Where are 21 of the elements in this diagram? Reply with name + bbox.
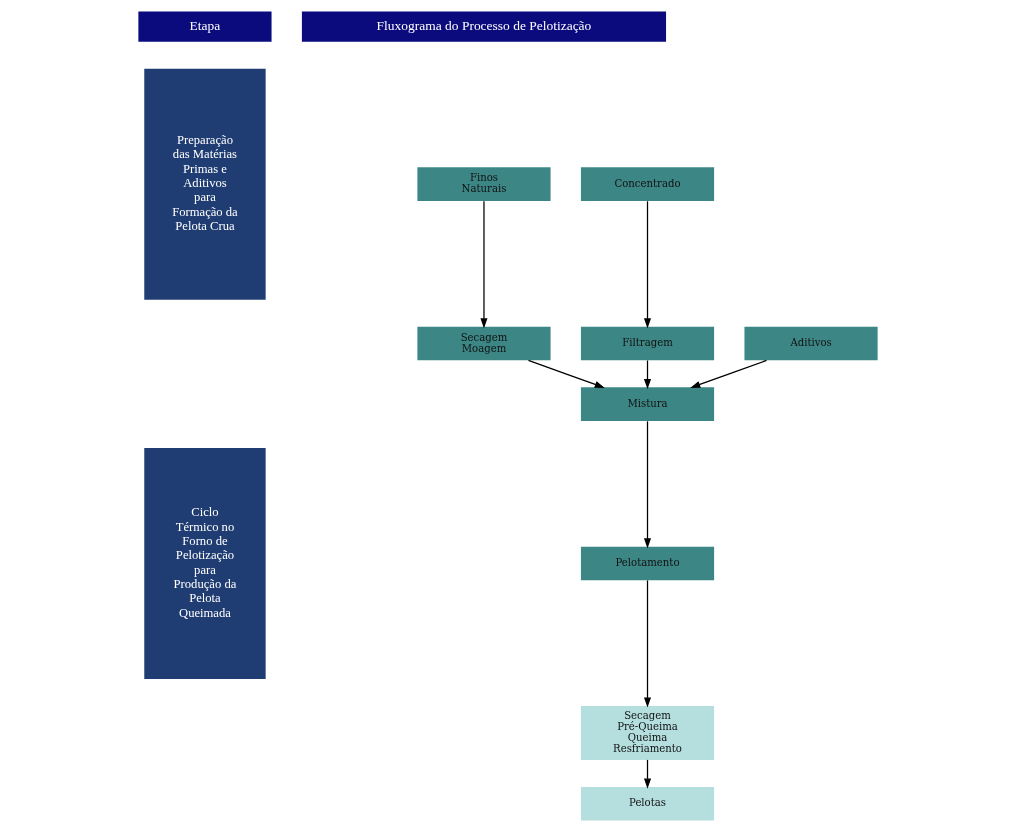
node-box: Preparação das Matérias Primas e Aditivos para Formação da Pelota Crua <box>143 68 266 300</box>
node-box: Secagem Pré-Queima Queima Resfriamento <box>580 705 714 760</box>
node-box: Etapa <box>137 11 272 42</box>
node-box: Fluxograma do Processo de Pelotização <box>301 11 666 42</box>
node-box: Finos Naturais <box>416 167 551 202</box>
node-box: Mistura <box>580 387 714 422</box>
arrow <box>643 759 651 789</box>
node-box: Aditivos <box>743 326 878 361</box>
arrow <box>643 359 651 390</box>
node-box: Pelotamento <box>580 546 714 581</box>
arrow <box>643 579 651 708</box>
arrow <box>689 359 767 388</box>
node-box: Filtragem <box>580 326 714 361</box>
arrow <box>479 200 487 329</box>
node-box: Concentrado <box>580 167 714 202</box>
node-box: Pelotas <box>580 786 714 821</box>
arrow <box>643 420 651 549</box>
node-box: Ciclo Térmico no Forno de Pelotização para Produção da Pelota Queimada <box>143 448 266 679</box>
node-box: Secagem Moagem <box>416 326 551 361</box>
arrow <box>527 359 605 388</box>
arrow <box>643 200 651 329</box>
